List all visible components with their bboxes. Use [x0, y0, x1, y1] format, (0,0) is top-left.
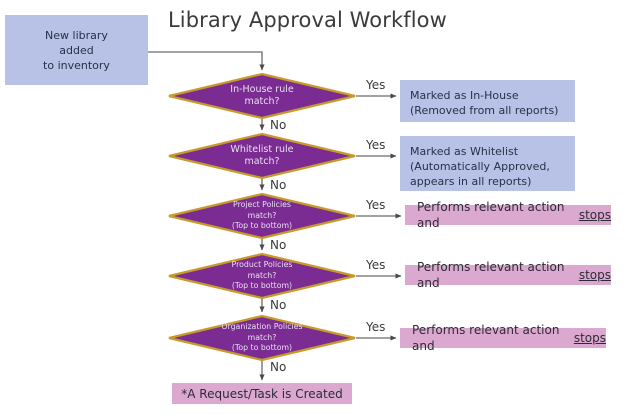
new-library-node: New library added to inventory — [5, 15, 148, 85]
new-library-node-label: New library added to inventory — [43, 28, 110, 72]
outcome-project-policies: Performs relevant action and stops — [405, 200, 611, 230]
outcome-in-house: Marked as In-House (Removed from all rep… — [400, 80, 575, 122]
edge-label-yes-in-house: Yes — [366, 78, 386, 92]
decision-product-policies: Product Policies match? (Top to bottom) — [168, 253, 356, 299]
diamond-shape-icon — [168, 315, 356, 361]
request-task-created-label: *A Request/Task is Created — [181, 386, 343, 401]
decision-project-policies: Project Policies match? (Top to bottom) — [168, 193, 356, 239]
outcome-project-policies-text: Performs relevant action and — [417, 200, 565, 230]
diamond-shape-icon — [168, 73, 356, 119]
edge-label-no-in-house: No — [270, 118, 287, 132]
decision-organization-policies: Organization Policies match? (Top to bot… — [168, 315, 356, 361]
edge-label-no-product-policies: No — [270, 298, 287, 312]
page-title: Library Approval Workflow — [168, 8, 447, 32]
request-task-created-node: *A Request/Task is Created — [172, 383, 352, 404]
edge-label-no-project-policies: No — [270, 238, 287, 252]
outcome-product-policies: Performs relevant action and stops — [405, 260, 611, 290]
edge-label-no-whitelist: No — [270, 178, 287, 192]
outcome-whitelist: Marked as Whitelist (Automatically Appro… — [400, 136, 575, 191]
edge-label-yes-project-policies: Yes — [366, 198, 386, 212]
edge-label-no-organization-policies: No — [270, 360, 287, 374]
outcome-organization-policies: Performs relevant action and stops — [400, 323, 606, 353]
decision-whitelist: Whitelist rule match? — [168, 133, 356, 179]
outcome-product-policies-stops: stops — [578, 268, 611, 282]
diamond-shape-icon — [168, 193, 356, 239]
outcome-organization-policies-text: Performs relevant action and — [412, 323, 560, 353]
diamond-shape-icon — [168, 253, 356, 299]
edge-label-yes-product-policies: Yes — [366, 258, 386, 272]
edge-label-yes-whitelist: Yes — [366, 138, 386, 152]
edge-label-yes-organization-policies: Yes — [366, 320, 386, 334]
decision-in-house: In-House rule match? — [168, 73, 356, 119]
outcome-product-policies-text: Performs relevant action and — [417, 260, 565, 290]
outcome-project-policies-stops: stops — [578, 208, 611, 222]
outcome-organization-policies-stops: stops — [573, 331, 606, 345]
diamond-shape-icon — [168, 133, 356, 179]
